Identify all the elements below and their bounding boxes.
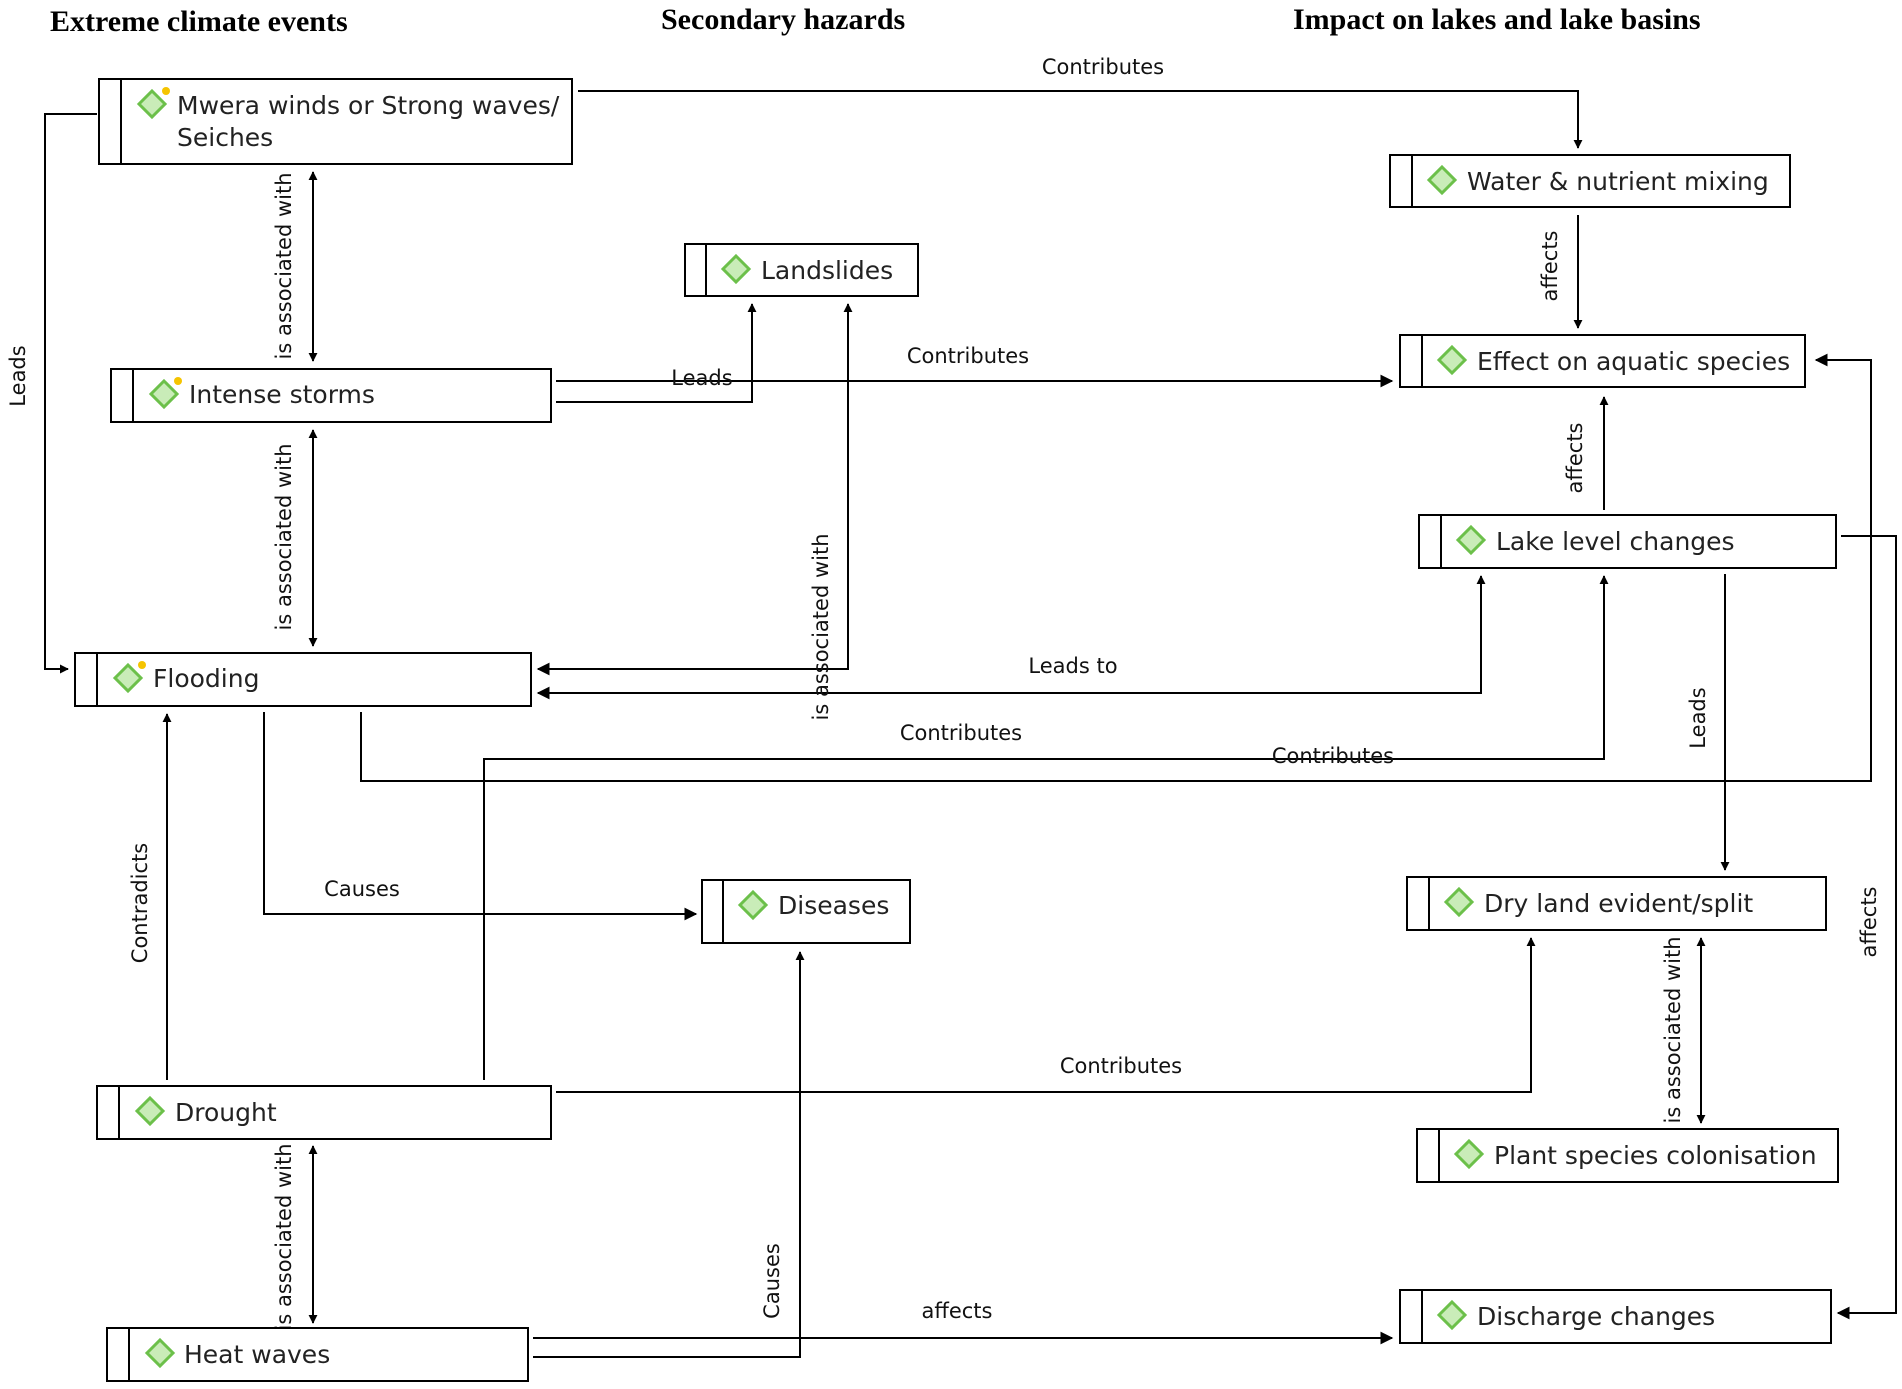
concept-icon bbox=[720, 253, 752, 285]
column-title-extreme: Extreme climate events bbox=[50, 5, 348, 38]
label-drought-dryland: Contributes bbox=[1060, 1054, 1182, 1078]
node-label: Water & nutrient mixing bbox=[1467, 167, 1769, 196]
node-label: Flooding bbox=[153, 664, 259, 693]
node-effect-aquatic-species[interactable]: Effect on aquatic species bbox=[1399, 334, 1806, 388]
edge-flooding-aquatic bbox=[360, 353, 1872, 782]
label-mixing-aquatic: affects bbox=[1538, 231, 1562, 302]
concept-icon bbox=[1455, 524, 1487, 556]
label-storms-aquatic: Contributes bbox=[907, 344, 1029, 368]
node-heat-waves[interactable]: Heat waves bbox=[106, 1327, 529, 1382]
node-label: Plant species colonisation bbox=[1494, 1141, 1817, 1170]
edge-drought-lakelevel bbox=[483, 575, 1609, 1080]
node-flooding[interactable]: Flooding bbox=[74, 652, 532, 707]
concept-icon bbox=[1426, 164, 1458, 196]
concept-icon bbox=[136, 88, 168, 120]
label-storms-flooding: is associated with bbox=[272, 443, 296, 630]
edges bbox=[44, 90, 1897, 1358]
label-heat-diseases: Causes bbox=[760, 1243, 784, 1319]
node-label: Intense storms bbox=[189, 380, 375, 409]
spark-icon bbox=[138, 661, 146, 669]
label-landslides-flooding: is associated with bbox=[809, 533, 833, 720]
label-dryland-plant: is associated with bbox=[1661, 936, 1685, 1123]
node-label: Discharge changes bbox=[1477, 1302, 1715, 1331]
node-label: Heat waves bbox=[184, 1340, 330, 1369]
edge-flooding-diseases bbox=[263, 712, 698, 921]
edge-heat-diseases bbox=[533, 951, 805, 1358]
label-lakelevel-aquatic: affects bbox=[1563, 423, 1587, 494]
edge-mwera-mixing bbox=[578, 90, 1583, 149]
node-label: Drought bbox=[175, 1098, 277, 1127]
label-mwera-mixing: Contributes bbox=[1042, 55, 1164, 79]
node-discharge-changes[interactable]: Discharge changes bbox=[1399, 1289, 1832, 1344]
concept-icon bbox=[1436, 344, 1468, 376]
edge-labels: Contributes Leads is associated with aff… bbox=[6, 55, 1881, 1331]
node-intense-storms[interactable]: Intense storms bbox=[110, 368, 552, 423]
label-lakelevel-flooding: Leads to bbox=[1028, 654, 1117, 678]
edge-lakelevel-flooding bbox=[536, 575, 1486, 700]
label-flooding-diseases: Causes bbox=[324, 877, 400, 901]
spark-icon bbox=[162, 87, 170, 95]
concept-icon bbox=[144, 1337, 176, 1369]
node-drought[interactable]: Drought bbox=[96, 1085, 552, 1140]
node-label: Dry land evident/split bbox=[1484, 889, 1753, 918]
node-label: Lake level changes bbox=[1496, 527, 1735, 556]
concept-icon bbox=[737, 889, 769, 921]
node-label: Landslides bbox=[761, 256, 893, 285]
label-heat-discharge: affects bbox=[922, 1299, 993, 1323]
node-landslides[interactable]: Landslides bbox=[684, 243, 919, 297]
label-drought-lakelevel: Contributes bbox=[900, 721, 1022, 745]
node-lake-level-changes[interactable]: Lake level changes bbox=[1418, 514, 1837, 569]
concept-icon bbox=[1436, 1299, 1468, 1331]
concept-icon bbox=[134, 1095, 166, 1127]
concept-icon bbox=[148, 378, 180, 410]
label-drought-heat: is associated with bbox=[272, 1143, 296, 1330]
label-drought-flooding: Contradicts bbox=[128, 843, 152, 963]
label-flooding-aquatic: Contributes bbox=[1272, 744, 1394, 768]
node-label: Effect on aquatic species bbox=[1477, 347, 1790, 376]
concept-icon bbox=[1453, 1138, 1485, 1170]
concept-icon bbox=[112, 662, 144, 694]
node-label-line2: Seiches bbox=[177, 123, 273, 152]
label-mwera-storms: is associated with bbox=[272, 172, 296, 359]
node-mwera-winds[interactable]: Mwera winds or Strong waves/ Seiches bbox=[98, 78, 573, 165]
column-title-impact: Impact on lakes and lake basins bbox=[1293, 3, 1701, 36]
label-mwera-flooding: Leads bbox=[6, 345, 30, 406]
edge-lakelevel-discharge bbox=[1836, 535, 1897, 1320]
edge-drought-dryland bbox=[556, 937, 1536, 1093]
label-storms-landslides: Leads bbox=[671, 366, 732, 390]
spark-icon bbox=[174, 377, 182, 385]
node-plant-species[interactable]: Plant species colonisation bbox=[1416, 1128, 1839, 1183]
node-label: Diseases bbox=[778, 891, 889, 920]
node-label: Mwera winds or Strong waves/ bbox=[177, 91, 560, 120]
label-lakelevel-dryland: Leads bbox=[1686, 687, 1710, 748]
edge-landslides-flooding bbox=[536, 303, 853, 676]
concept-icon bbox=[1443, 886, 1475, 918]
column-title-secondary: Secondary hazards bbox=[661, 3, 905, 36]
node-water-nutrient-mixing[interactable]: Water & nutrient mixing bbox=[1389, 154, 1791, 208]
label-lakelevel-discharge: affects bbox=[1857, 887, 1881, 958]
edge-mwera-flooding bbox=[44, 113, 97, 674]
node-dry-land[interactable]: Dry land evident/split bbox=[1406, 876, 1827, 931]
node-diseases[interactable]: Diseases bbox=[701, 879, 911, 944]
